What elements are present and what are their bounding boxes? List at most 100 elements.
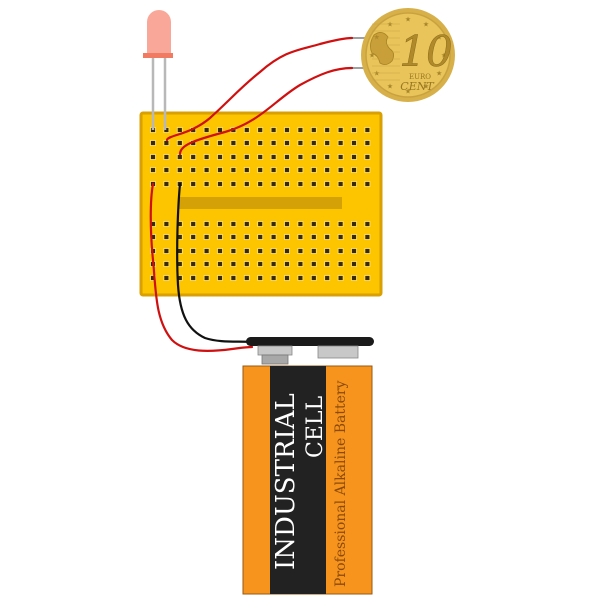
breadboard-hole — [217, 248, 223, 254]
breadboard-hole — [230, 167, 237, 173]
breadboard-hole — [150, 167, 156, 173]
breadboard-hole — [310, 154, 317, 160]
breadboard-hole — [270, 181, 277, 187]
breadboard-hole — [243, 221, 250, 227]
breadboard-hole — [257, 248, 264, 254]
breadboard-hole — [310, 140, 317, 146]
breadboard-hole — [257, 140, 264, 146]
breadboard-hole — [217, 234, 223, 240]
breadboard-hole — [270, 221, 277, 227]
breadboard-hole — [310, 221, 317, 227]
breadboard-hole — [324, 221, 331, 227]
red-wire-battery — [149, 182, 254, 352]
breadboard-hole — [203, 181, 210, 187]
breadboard-hole — [337, 234, 344, 240]
breadboard-hole — [297, 275, 304, 281]
wires — [149, 36, 354, 352]
breadboard-hole — [243, 127, 250, 133]
breadboard-hole — [243, 275, 250, 281]
breadboard-hole — [351, 167, 357, 173]
breadboard-hole — [284, 234, 290, 240]
breadboard-hole — [243, 181, 250, 187]
breadboard-hole — [310, 181, 317, 187]
breadboard-hole — [351, 234, 357, 240]
breadboard-hole — [284, 167, 290, 173]
breadboard-hole — [284, 221, 290, 227]
breadboard-hole — [364, 234, 371, 240]
breadboard-hole — [230, 181, 237, 187]
breadboard-hole — [351, 181, 357, 187]
coin: ★★★★★★★★★★★★ 10 EURO CENT — [350, 8, 455, 102]
breadboard-hole — [270, 261, 277, 267]
red-wire-coin-top — [165, 36, 354, 142]
breadboard-hole — [217, 261, 223, 267]
breadboard-hole — [324, 167, 331, 173]
breadboard-hole — [324, 127, 331, 133]
breadboard-hole — [230, 154, 237, 160]
black-wire-battery — [176, 182, 254, 344]
breadboard-hole — [324, 234, 331, 240]
coin-star-icon: ★ — [374, 34, 380, 42]
breadboard-hole — [364, 248, 371, 254]
breadboard-hole — [284, 127, 290, 133]
breadboard-hole — [337, 248, 344, 254]
breadboard-hole — [297, 221, 304, 227]
breadboard-hole — [203, 234, 210, 240]
breadboard-hole — [270, 248, 277, 254]
battery-tagline: Professional Alkaline Battery — [333, 380, 349, 587]
breadboard-hole — [324, 275, 331, 281]
breadboard-hole — [176, 127, 183, 133]
breadboard-hole — [270, 127, 277, 133]
battery-terminal-left-top — [257, 345, 293, 356]
breadboard-hole — [230, 275, 237, 281]
breadboard-hole — [310, 234, 317, 240]
battery-label-band — [270, 366, 326, 594]
breadboard-hole — [150, 154, 156, 160]
breadboard-hole — [243, 261, 250, 267]
breadboard-hole — [297, 140, 304, 146]
breadboard-center-strip — [178, 197, 342, 209]
breadboard-hole — [176, 140, 183, 146]
breadboard-hole — [324, 140, 331, 146]
breadboard-hole — [243, 154, 250, 160]
coin-star-icon: ★ — [387, 83, 393, 91]
breadboard-hole — [364, 140, 371, 146]
breadboard-hole — [203, 154, 210, 160]
coin-value: 10 — [399, 27, 452, 76]
breadboard-hole — [364, 167, 371, 173]
breadboard-hole — [203, 127, 210, 133]
breadboard-hole — [270, 167, 277, 173]
breadboard-hole — [337, 127, 344, 133]
battery-terminal-left-base — [261, 354, 289, 365]
breadboard-hole — [163, 221, 170, 227]
coin-star-icon: ★ — [423, 20, 429, 28]
led-bulb — [147, 10, 171, 55]
breadboard-hole — [190, 221, 197, 227]
breadboard-holes — [150, 127, 371, 281]
breadboard-hole — [297, 127, 304, 133]
breadboard-hole — [230, 261, 237, 267]
breadboard-hole — [217, 181, 223, 187]
battery-snap-connector — [246, 337, 374, 346]
breadboard-hole — [351, 127, 357, 133]
breadboard-hole — [284, 261, 290, 267]
breadboard-hole — [243, 140, 250, 146]
coin-star-icon: ★ — [405, 16, 411, 24]
breadboard-hole — [364, 181, 371, 187]
breadboard-hole — [284, 154, 290, 160]
breadboard-hole — [230, 140, 237, 146]
breadboard-hole — [243, 234, 250, 240]
breadboard-hole — [364, 127, 371, 133]
breadboard-hole — [351, 140, 357, 146]
red-wire-coin-bottom — [178, 66, 354, 156]
breadboard-hole — [297, 154, 304, 160]
breadboard-hole — [163, 248, 170, 254]
battery-terminal-right — [317, 345, 359, 359]
coin-face — [365, 12, 451, 98]
breadboard-hole — [364, 154, 371, 160]
coin-star-icon: ★ — [423, 83, 429, 91]
breadboard-hole — [257, 234, 264, 240]
breadboard-hole — [190, 154, 197, 160]
